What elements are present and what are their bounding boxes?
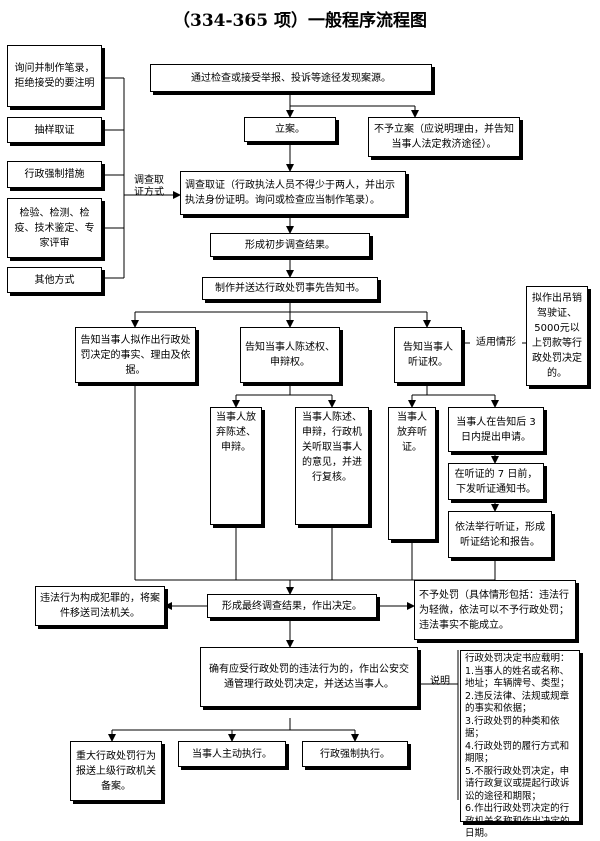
file-case-box: 立案。 xyxy=(244,117,336,142)
final-decision-box: 形成最终调查结果，作出决定。 xyxy=(207,594,377,618)
page-title: （334-365 项）一般程序流程图 xyxy=(173,11,427,31)
self-execution-box: 当事人主动执行。 xyxy=(178,741,286,767)
method-inspection-box: 检验、检测、检疫、技术鉴定、专家评审 xyxy=(7,198,102,258)
apply-condition-box: 拟作出吊销驾驶证、5000元以上罚款等行政处罚决定的。 xyxy=(526,286,588,386)
forced-execution-box: 行政强制执行。 xyxy=(302,741,408,767)
inform-facts-box: 告知当事人拟作出行政处罚决定的事实、理由及依据。 xyxy=(75,327,196,383)
method-other-box: 其他方式 xyxy=(7,267,102,293)
decision-content-box: 行政处罚决定书应载明： 1.当事人的姓名或名称、地址；车辆牌号、类型； 2.违反… xyxy=(460,650,580,839)
crime-transfer-box: 违法行为构成犯罪的，将案件移送司法机关。 xyxy=(35,586,165,626)
waive-hearing-box: 当事人放弃听证。 xyxy=(388,407,436,540)
hold-hearing-box: 依法举行听证，形成听证结论和报告。 xyxy=(448,511,552,558)
explain-label: 说明 xyxy=(430,676,450,687)
method-sampling-box: 抽样取证 xyxy=(7,117,102,143)
major-report-box: 重大行政处罚行为报送上级行政机关备案。 xyxy=(70,741,162,801)
method-coercive-box: 行政强制措施 xyxy=(7,161,102,188)
request-hearing-box: 当事人在告知后 3 日内提出申请。 xyxy=(448,407,544,452)
method-inquiry-box: 询问并制作笔录，拒绝接受的要注明 xyxy=(7,45,102,107)
discover-case-box: 通过检查或接受举报、投诉等途径发现案源。 xyxy=(150,64,432,92)
inform-hearing-box: 告知当事人听证权。 xyxy=(394,327,462,383)
inform-defense-box: 告知当事人陈述权、申辩权。 xyxy=(240,327,340,383)
defense-review-box: 当事人陈述、申辩，行政机关听取当事人的意见，并进行复核。 xyxy=(295,407,369,525)
investigate-box: 调查取证（行政执法人员不得少于两人，并出示执法身份证明。询问或检查应当制作笔录）… xyxy=(180,171,406,215)
waive-defense-box: 当事人放弃陈述、申辩。 xyxy=(210,407,262,525)
prelim-result-box: 形成初步调查结果。 xyxy=(210,233,370,257)
hearing-notice-box: 在听证的 7 日前，下发听证通知书。 xyxy=(448,463,544,500)
no-case-box: 不予立案（应说明理由，并告知当事人法定救济途径）。 xyxy=(368,117,520,157)
no-penalty-box: 不予处罚（具体情形包括：违法行为轻微，依法可以不予行政处罚；违法事实不能成立。 xyxy=(414,580,576,640)
penalty-decision-box: 确有应受行政处罚的违法行为的，作出公安交通管理行政处罚决定，并送达当事人。 xyxy=(200,647,418,707)
methods-label: 调查取 证方式 xyxy=(134,175,164,198)
penalty-notice-box: 制作并送达行政处罚事先告知书。 xyxy=(202,277,378,300)
apply-condition-label: 适用情形 xyxy=(470,337,522,349)
